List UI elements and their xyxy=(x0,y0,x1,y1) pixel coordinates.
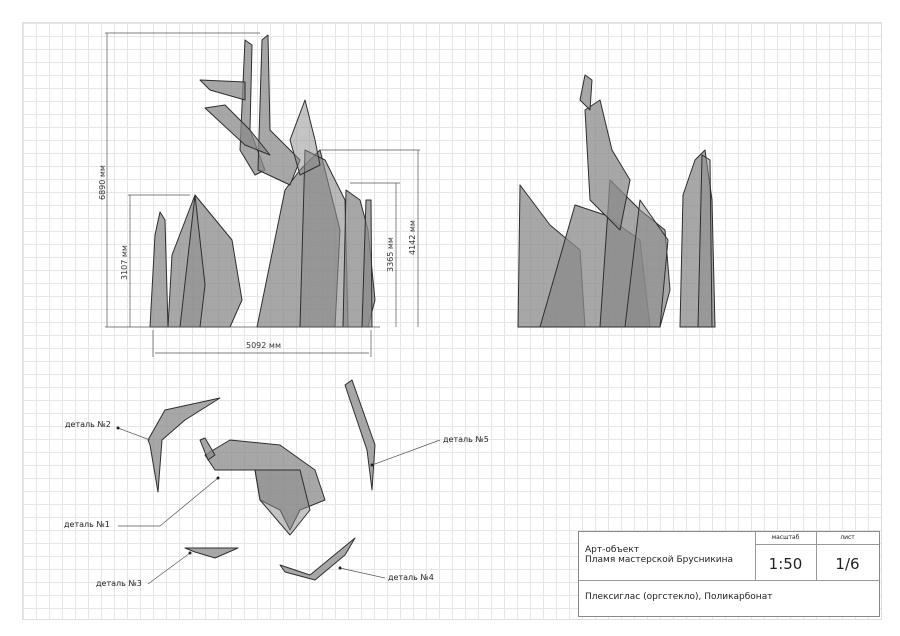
detail-label-5: деталь №5 xyxy=(443,435,489,444)
dimension-width: 5092 мм xyxy=(246,341,281,350)
dimension-left-height: 3107 мм xyxy=(120,245,129,280)
detail-label-3: деталь №3 xyxy=(96,579,142,588)
detail-4-shape xyxy=(279,537,356,581)
plan-view-details xyxy=(147,379,376,581)
title-line-2: Пламя мастерской Брусникина xyxy=(585,555,734,565)
side-view-sculpture xyxy=(517,74,716,328)
sheet-value: 1/6 xyxy=(835,555,860,573)
detail-3-shape xyxy=(184,547,239,559)
scale-value: 1:50 xyxy=(768,555,803,573)
sheet-header: лист xyxy=(840,534,855,541)
title-line-1: Арт-объект xyxy=(585,545,639,555)
detail-label-4: деталь №4 xyxy=(388,573,434,582)
detail-2-shape xyxy=(147,397,221,493)
title-block: Арт-объект Пламя мастерской Брусникина м… xyxy=(578,531,880,617)
material-text: Плексиглас (оргстекло), Поликарбонат xyxy=(585,592,773,602)
scale-header: масштаб xyxy=(771,534,800,541)
detail-5-shape xyxy=(344,379,376,491)
dimension-right-inner-height: 3365 мм xyxy=(386,237,395,272)
front-view-sculpture xyxy=(149,34,376,328)
detail-label-1: деталь №1 xyxy=(64,520,110,529)
dimension-total-height: 6890 мм xyxy=(98,165,107,200)
dimension-right-height: 4142 мм xyxy=(408,220,417,255)
detail-label-2: деталь №2 xyxy=(65,420,111,429)
dimension-lines xyxy=(105,32,441,585)
